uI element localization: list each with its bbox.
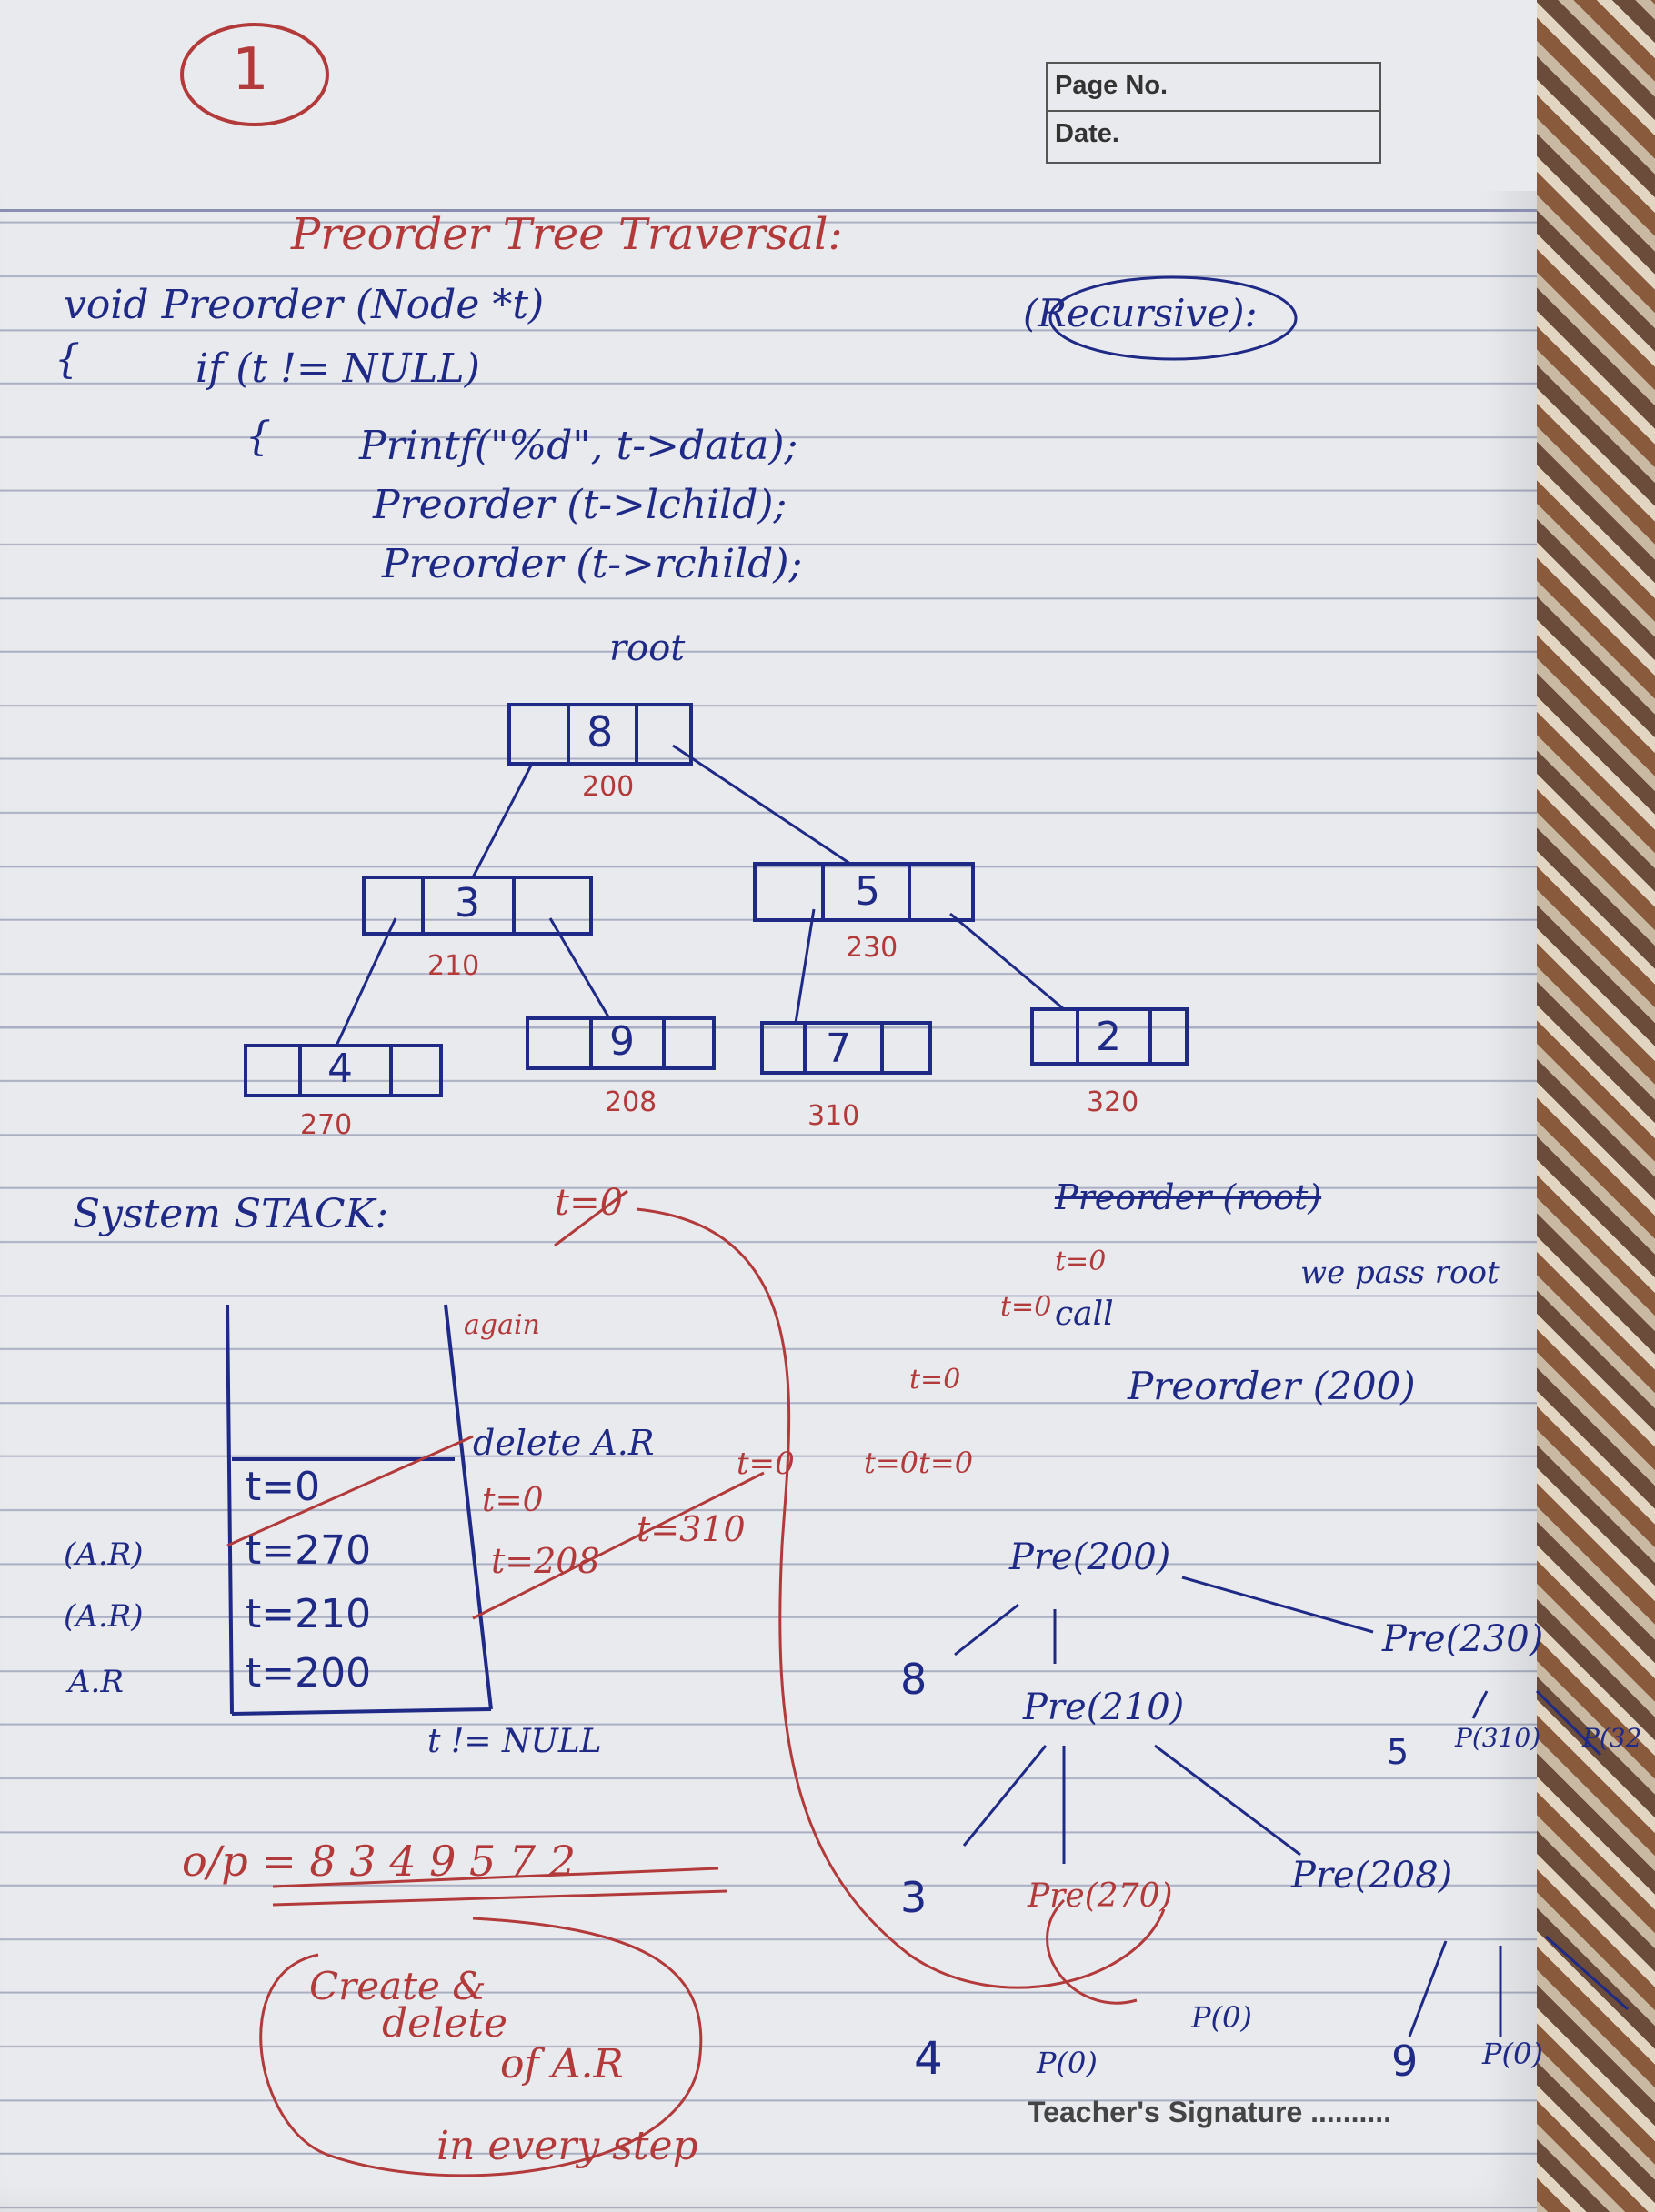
node-value: 5	[855, 868, 880, 915]
node-address: 200	[582, 771, 635, 803]
call-node: Pre(200)	[1009, 1536, 1171, 1578]
node-address: 208	[605, 1086, 657, 1118]
t-value-note: t=0	[1055, 1246, 1107, 1277]
code-line: Preorder (t->lchild);	[373, 482, 787, 528]
stack-note: t=0	[737, 1446, 795, 1482]
red-note-line: Create &	[309, 1964, 486, 2008]
node-320	[1030, 1007, 1189, 1066]
node-address: 310	[807, 1100, 860, 1132]
stack-box	[226, 1304, 493, 1716]
call-note: Preorder (200)	[1128, 1364, 1416, 1408]
ar-label: (A.R)	[64, 1536, 144, 1573]
call-node: P(0)	[1191, 2000, 1252, 2035]
call-output: 4	[914, 2032, 943, 2085]
output-underline	[272, 1889, 728, 1907]
stack-note: t=208	[491, 1541, 600, 1581]
notebook-page	[0, 0, 1537, 2212]
stack-note: t=0	[555, 1182, 624, 1224]
tree-edges	[335, 744, 1065, 1046]
t-value-note: t=0t=0	[864, 1446, 974, 1480]
stack-note: t=0	[482, 1482, 544, 1519]
node-200	[507, 703, 693, 766]
node-value: 2	[1096, 1014, 1121, 1060]
node-address: 210	[427, 950, 480, 982]
code-line: void Preorder (Node *t)	[64, 282, 545, 328]
red-note-line: delete	[382, 2000, 508, 2047]
stack-frame: t=210	[246, 1591, 372, 1637]
call-note: Preorder (root)	[1055, 1177, 1322, 1217]
node-value: 9	[609, 1018, 635, 1065]
node-210	[362, 876, 593, 936]
red-strokes	[226, 1189, 1166, 2177]
node-310	[760, 1021, 932, 1075]
root-label: root	[609, 627, 686, 669]
red-note-line: of A.R	[500, 2041, 624, 2087]
stack-note: again	[464, 1309, 540, 1341]
stack-frame: t=270	[246, 1527, 372, 1574]
page-header	[0, 0, 1537, 191]
node-270	[244, 1044, 443, 1097]
recursive-label: (Recursive):	[1023, 291, 1258, 335]
node-address: 270	[300, 1109, 353, 1141]
call-note: call	[1055, 1296, 1114, 1333]
call-output: 3	[900, 1873, 928, 1922]
circle-mark	[180, 23, 329, 126]
code-line: if (t != NULL)	[196, 345, 480, 392]
call-output: 9	[1391, 2037, 1419, 2086]
pass-root-note: we pass root	[1300, 1255, 1500, 1291]
stack-condition: t != NULL	[427, 1723, 602, 1760]
margin-line	[0, 209, 1537, 212]
stack-label: System STACK:	[73, 1191, 389, 1237]
call-node: Pre(270)	[1028, 1877, 1173, 1915]
page-title: Preorder Tree Traversal:	[291, 209, 843, 260]
t-value-note: t=0	[909, 1364, 961, 1396]
ar-label: A.R	[68, 1664, 124, 1700]
stack-note: delete A.R	[473, 1423, 655, 1463]
teacher-signature-label: Teacher's Signature ..........	[1028, 2096, 1392, 2128]
ar-label: (A.R)	[64, 1598, 144, 1635]
node-value: 7	[826, 1026, 851, 1072]
node-230	[753, 862, 975, 922]
call-output: 8	[900, 1655, 928, 1704]
call-node: P(0)	[1037, 2046, 1098, 2080]
output-line: o/p = 8 3 4 9 5 7 2	[182, 1837, 577, 1886]
t-value-note: t=0	[1000, 1291, 1052, 1323]
call-node: Pre(208)	[1291, 1855, 1453, 1897]
code-line: Printf("%d", t->data);	[359, 423, 798, 469]
node-address: 230	[846, 932, 898, 964]
page-no-label: Page No.	[1048, 64, 1379, 112]
tree-nodes	[244, 703, 1189, 1097]
code-line: {	[246, 414, 271, 460]
call-node: P(310)	[1455, 1723, 1541, 1753]
recursive-circle	[1048, 275, 1298, 361]
circled-number: 1	[232, 36, 269, 104]
stack-note: t=310	[637, 1509, 746, 1549]
red-note-line: in every step	[436, 2123, 698, 2169]
code-line: Preorder (t->rchild);	[382, 541, 803, 587]
node-208	[526, 1016, 716, 1070]
call-output: 5	[1387, 1732, 1409, 1772]
call-node: P(0)	[1482, 2037, 1543, 2071]
date-label: Date.	[1055, 119, 1119, 148]
stack-frame: t=0	[246, 1464, 321, 1510]
node-value: 3	[455, 880, 480, 926]
stack-frame: t=200	[246, 1650, 372, 1697]
node-address: 320	[1087, 1086, 1139, 1118]
call-node: P(32	[1582, 1723, 1642, 1753]
call-node: Pre(230)	[1382, 1618, 1544, 1660]
call-tree-edges	[954, 1576, 1629, 2037]
call-node: Pre(210)	[1023, 1687, 1185, 1728]
node-value: 4	[327, 1046, 353, 1092]
code-line: {	[55, 336, 80, 383]
node-value: 8	[587, 707, 614, 756]
page-no-date-box: Page No. Date.	[1046, 62, 1381, 164]
